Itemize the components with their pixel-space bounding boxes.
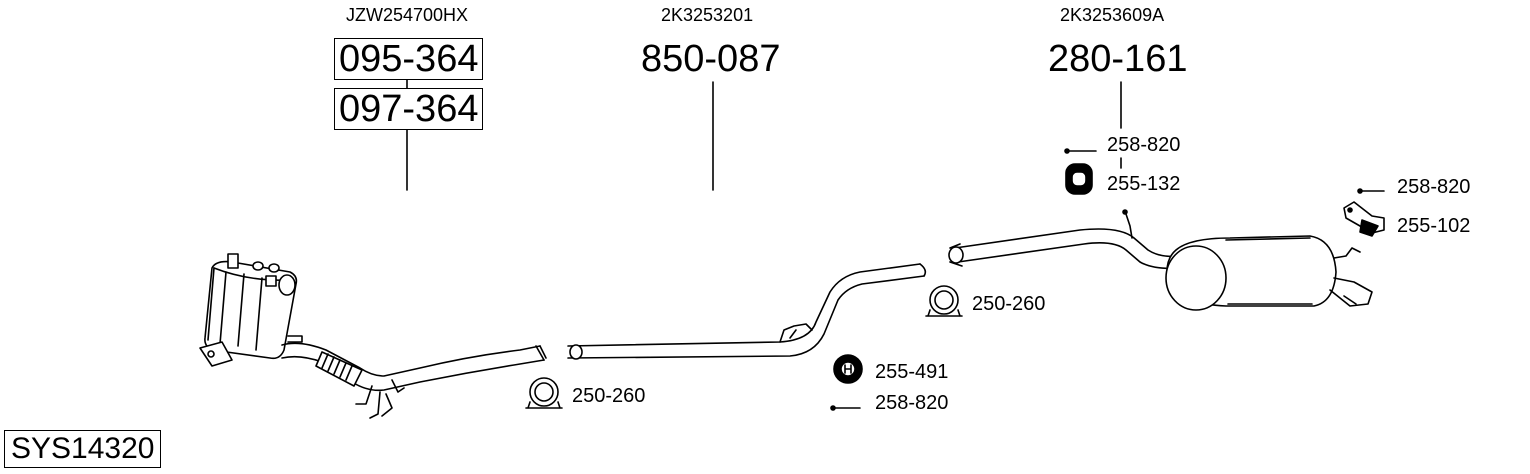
part-number-catalyst-a[interactable]: 095-364 [334,38,484,80]
bracket-far-right-icon [1343,201,1385,237]
clamp-left-icon [525,377,563,409]
oem-number-center: 2K3253201 [661,5,754,25]
clamp-right-icon [925,285,963,317]
part-number-mount-center[interactable]: 255-491 [875,361,949,383]
part-number-clamp-left[interactable]: 250-260 [572,385,646,407]
rear-silencer [948,209,1373,311]
middle-pipe [567,263,927,360]
part-number-mount-top[interactable]: 255-132 [1107,173,1181,195]
oem-number-left: JZW254700HX [346,5,469,25]
part-number-bolt-top[interactable]: 258-820 [1107,134,1181,156]
mount-top-icon [1065,163,1093,195]
part-number-bolt-center[interactable]: 258-820 [875,392,949,414]
part-number-middle-pipe[interactable]: 850-087 [641,38,781,80]
system-code: SYS14320 [4,430,162,468]
mount-center-icon [833,354,863,384]
bolt-far-right-icon [1357,188,1385,194]
part-number-bracket-far-right[interactable]: 255-102 [1397,215,1471,237]
front-pipe [281,342,547,419]
part-number-bolt-far-right[interactable]: 258-820 [1397,176,1471,198]
catalyst-part [199,253,303,367]
part-number-rear-silencer[interactable]: 280-161 [1048,38,1188,80]
bolt-top-icon [1064,148,1097,154]
part-number-clamp-right[interactable]: 250-260 [972,293,1046,315]
oem-number-right: 2K3253609A [1060,5,1165,25]
part-number-catalyst-b[interactable]: 097-364 [334,88,484,130]
bolt-center-icon [830,405,861,411]
